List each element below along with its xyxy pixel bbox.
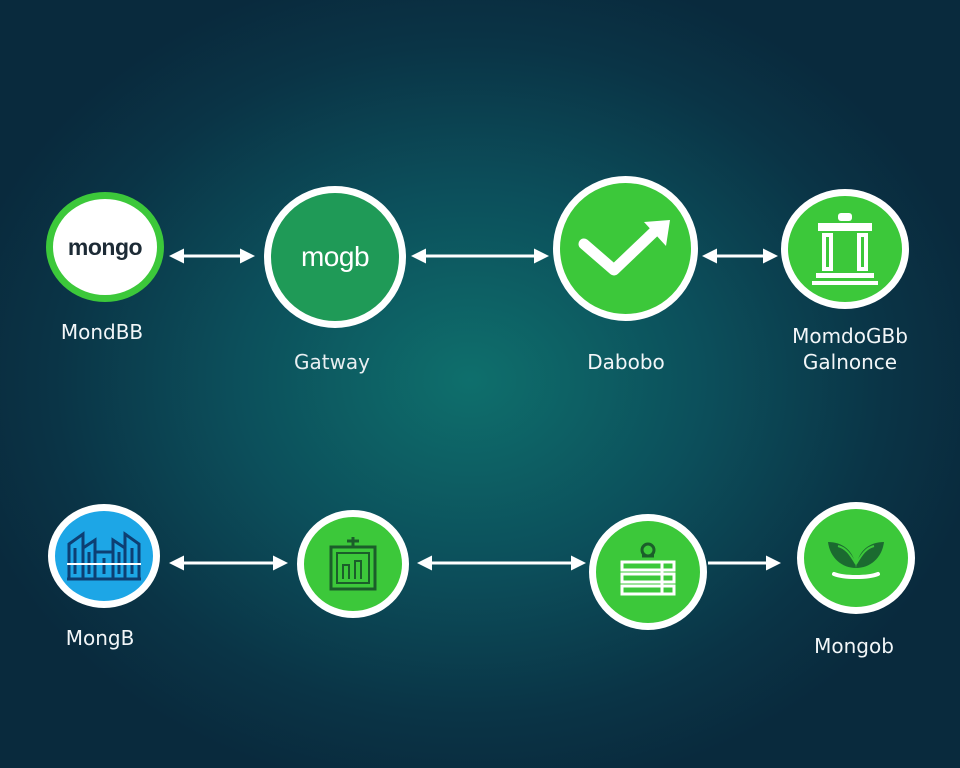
node-leaf[interactable] bbox=[797, 502, 915, 614]
server-stack-icon bbox=[620, 542, 676, 596]
leaf-icon bbox=[828, 542, 884, 579]
node-document[interactable] bbox=[297, 510, 409, 618]
node-mongo[interactable]: mongo bbox=[46, 192, 164, 302]
building-columns-icon bbox=[812, 213, 878, 285]
mongo-wordmark-icon: mongo bbox=[67, 233, 143, 260]
node-gateway-label: Gatway bbox=[293, 350, 371, 374]
checkmark-arrow-icon bbox=[578, 219, 670, 275]
node-momdogbb-label: MomdoGBb Galnonce bbox=[792, 324, 908, 374]
city-buildings-icon bbox=[67, 531, 141, 581]
node-mongb-label: MongB bbox=[65, 626, 135, 650]
node-momdogbb[interactable] bbox=[781, 189, 909, 309]
node-dabobo-label: Dabobo bbox=[587, 350, 665, 374]
node-mongo-label: MondBB bbox=[60, 320, 144, 344]
node-leaf-label: Mongob bbox=[814, 634, 894, 658]
node-gateway[interactable]: mogb bbox=[264, 186, 406, 328]
document-frame-icon bbox=[329, 537, 377, 591]
node-mongb[interactable] bbox=[48, 504, 160, 608]
mogb-wordmark-icon: mogb bbox=[300, 241, 370, 272]
node-dabobo[interactable] bbox=[553, 176, 698, 321]
node-server[interactable] bbox=[589, 514, 707, 630]
